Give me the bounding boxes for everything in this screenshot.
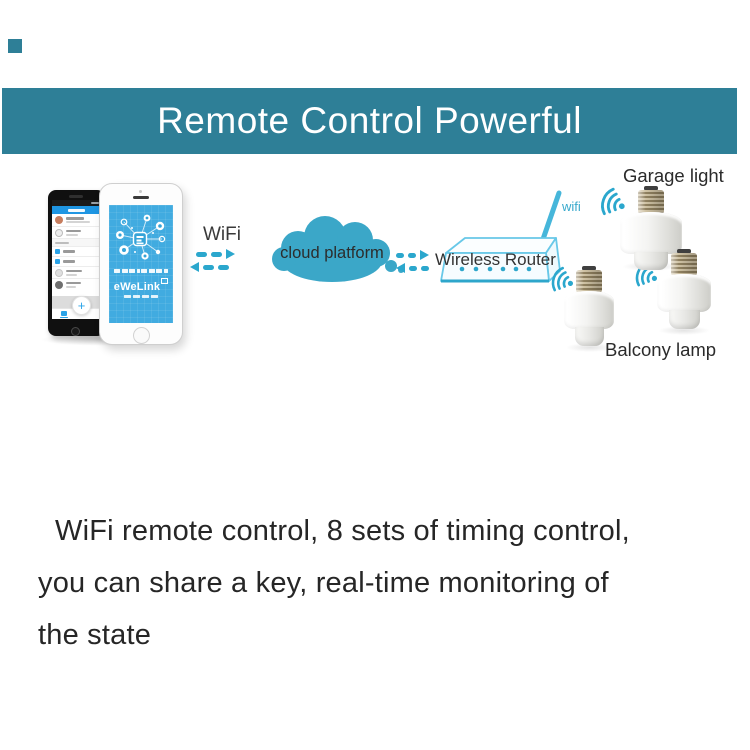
app-subtitle-placeholder (109, 295, 173, 298)
lamp-holder-body (564, 291, 614, 329)
app-slogan-placeholder (112, 269, 170, 273)
device-icon (55, 249, 60, 254)
speaker-grill-icon (69, 195, 83, 198)
description-line: the state (38, 619, 152, 651)
avatar (55, 228, 63, 237)
list-item (52, 214, 101, 227)
lamp-holder-socket (574, 327, 604, 346)
smart-lamp-holder-balcony-right (657, 249, 711, 329)
earpiece-icon (133, 196, 149, 199)
front-camera-icon (139, 190, 142, 193)
plus-icon: + (77, 298, 86, 313)
antenna-wifi-label: wifi (562, 199, 581, 214)
home-tab-icon (61, 310, 67, 316)
garage-light-label: Garage light (623, 165, 724, 186)
description-line: you can share a key, real-time monitorin… (38, 567, 609, 599)
smart-lamp-holder-balcony-left (564, 266, 614, 346)
lamp-holder-socket (634, 252, 668, 270)
screw-contact-tip (582, 266, 596, 270)
home-button (71, 327, 80, 336)
status-bar (52, 200, 101, 206)
e27-screw-base (576, 270, 602, 293)
lamp-shadow (566, 343, 614, 352)
list-item (52, 227, 101, 239)
app-header-bar (52, 206, 101, 214)
list-item (52, 279, 101, 290)
screw-contact-tip (677, 249, 691, 253)
smart-home-network-graphic (116, 214, 166, 260)
status-icons (91, 202, 99, 204)
lamp-holder-body (657, 274, 711, 312)
e27-screw-base (671, 253, 697, 276)
device-icon (55, 259, 60, 264)
banner: Remote Control Powerful (2, 88, 737, 154)
list-item (52, 267, 101, 279)
lamp-shadow (658, 326, 710, 335)
iphone: eWeLink (99, 183, 183, 345)
app-list-screen (52, 200, 101, 308)
home-tab-label-placeholder (60, 316, 68, 318)
android-phone: + (48, 190, 105, 336)
screw-contact-tip (644, 186, 658, 190)
dashed-arrow-left-icon (396, 263, 429, 273)
list-item (52, 247, 101, 257)
avatar (55, 216, 63, 224)
corner-accent-square (8, 39, 22, 53)
e27-screw-base (638, 190, 664, 214)
ewelink-logo: eWeLink (109, 278, 173, 293)
avatar (55, 268, 63, 277)
lamp-holder-body (620, 212, 682, 254)
smart-lamp-holder-garage (620, 186, 682, 270)
banner-title: Remote Control Powerful (157, 100, 582, 141)
description-text: WiFi remote control, 8 sets of timing co… (38, 505, 743, 661)
lamp-holder-socket (668, 310, 700, 329)
iphone-home-button (133, 327, 150, 344)
device-list (52, 214, 101, 290)
wireless-router-label: Wireless Router (435, 250, 556, 269)
wifi-signal-icon (601, 187, 625, 216)
section-header (52, 239, 101, 247)
app-title-placeholder (68, 209, 85, 212)
dashed-arrow-left-icon (190, 262, 229, 272)
antenna-icon (538, 190, 562, 248)
avatar (55, 280, 63, 289)
add-device-button: + (72, 296, 91, 315)
list-item (52, 257, 101, 267)
router-icon (440, 190, 562, 283)
wifi-link-label: WiFi (203, 224, 241, 245)
logo-box-icon (161, 278, 169, 284)
wifi-signal-icon (551, 266, 574, 292)
balcony-lamp-label: Balcony lamp (605, 339, 717, 360)
description-line: WiFi remote control, 8 sets of timing co… (55, 515, 630, 547)
cloud-platform-label: cloud platform (280, 244, 384, 262)
dashed-arrow-right-icon (196, 249, 235, 259)
dashed-arrow-right-icon (396, 250, 429, 260)
cloud-icon (272, 216, 404, 282)
ewelink-splash-screen: eWeLink (109, 205, 173, 323)
